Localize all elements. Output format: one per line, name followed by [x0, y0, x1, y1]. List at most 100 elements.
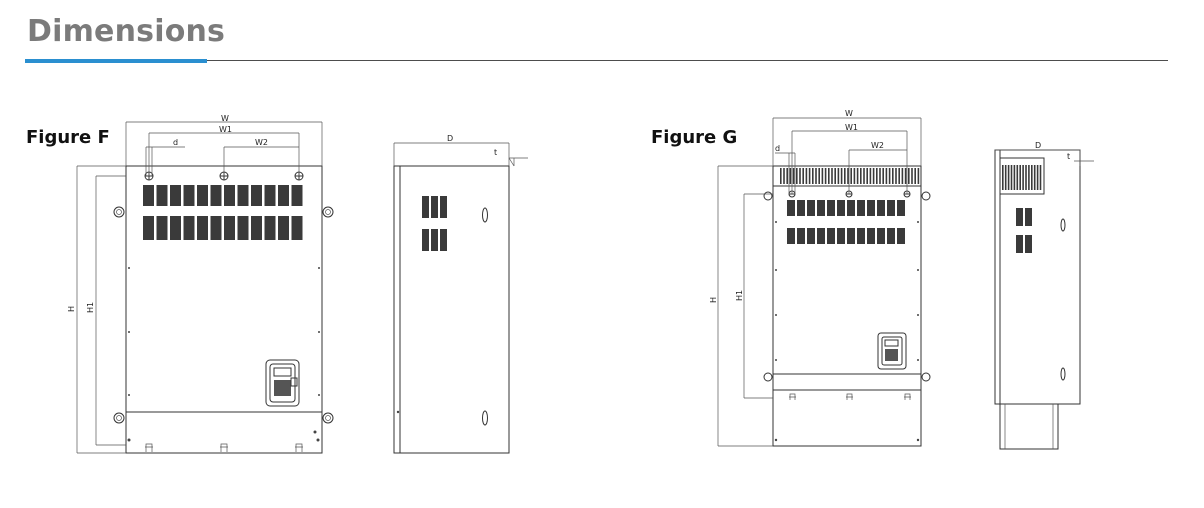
- g-front-vent-row-top: [787, 200, 905, 216]
- vent-slot: [156, 216, 168, 240]
- vent-slot: [143, 185, 154, 206]
- vent-slot: [808, 168, 811, 184]
- vent-slot: [895, 168, 897, 184]
- figure-f-side-view: D t: [393, 134, 528, 454]
- vent-slot: [264, 185, 276, 206]
- vent-slot: [898, 168, 900, 184]
- vent-slot: [867, 200, 875, 216]
- vent-slot: [156, 185, 168, 206]
- g-dim-depth: D: [1035, 141, 1041, 150]
- vent-slot: [897, 200, 905, 216]
- vent-slot: [1004, 165, 1007, 190]
- vent-slot: [844, 168, 846, 184]
- vent-slot: [170, 185, 181, 206]
- vent-slot: [1016, 165, 1019, 190]
- figure-g-side-view: D t: [994, 141, 1094, 450]
- vent-slot: [1016, 235, 1023, 253]
- vent-slot: [789, 168, 792, 184]
- vent-slot: [1013, 165, 1016, 190]
- vent-slot: [1036, 165, 1039, 190]
- vent-slot: [1033, 165, 1036, 190]
- vent-slot: [887, 200, 895, 216]
- f-side-vents: [422, 196, 447, 251]
- vent-slot: [170, 216, 181, 240]
- vent-slot: [824, 168, 827, 184]
- vent-slot: [847, 200, 855, 216]
- vent-slot: [877, 228, 885, 244]
- vent-slot: [834, 168, 836, 184]
- f-dim-d: d: [173, 138, 178, 147]
- vent-slot: [897, 228, 905, 244]
- g-side-vents: [1016, 208, 1032, 253]
- figure-g-front-view: [763, 165, 931, 447]
- vent-slot: [210, 185, 222, 206]
- vent-slot: [1022, 165, 1024, 190]
- g-keypad-panel: [877, 332, 907, 370]
- vent-slot: [837, 200, 845, 216]
- vent-slot: [840, 168, 843, 184]
- g-front-vent-row-bottom: [787, 228, 905, 244]
- vent-slot: [224, 216, 235, 240]
- f-front-vent-row-bottom: [143, 216, 303, 240]
- vent-slot: [291, 216, 303, 240]
- vent-slot: [786, 168, 788, 184]
- vent-slot: [440, 196, 447, 218]
- vent-slot: [879, 168, 881, 184]
- vent-slot: [860, 168, 862, 184]
- vent-slot: [807, 200, 815, 216]
- figure-g-dimensions: W W1 W2 d H H1: [709, 109, 922, 447]
- vent-slot: [888, 168, 891, 184]
- vent-slot: [1039, 165, 1042, 190]
- vent-slot: [812, 168, 814, 184]
- vent-slot: [914, 168, 916, 184]
- title-underline: [25, 60, 1168, 61]
- vent-slot: [780, 168, 782, 184]
- vent-slot: [857, 200, 865, 216]
- title-accent-bar: [25, 59, 207, 63]
- vent-slot: [797, 228, 805, 244]
- vent-slot: [857, 228, 865, 244]
- vent-slot: [850, 168, 852, 184]
- vent-slot: [197, 216, 208, 240]
- vent-slot: [278, 185, 289, 206]
- vent-slot: [143, 216, 154, 240]
- vent-slot: [1025, 165, 1027, 190]
- vent-slot: [901, 168, 904, 184]
- vent-slot: [1025, 235, 1032, 253]
- f-dim-w2: W2: [255, 138, 268, 147]
- vent-slot: [431, 229, 438, 251]
- vent-slot: [802, 168, 804, 184]
- vent-slot: [807, 228, 815, 244]
- f-dim-h: H: [67, 306, 76, 312]
- vent-slot: [856, 168, 859, 184]
- vent-slot: [911, 168, 913, 184]
- vent-slot: [892, 168, 894, 184]
- vent-slot: [431, 196, 438, 218]
- vent-slot: [866, 168, 868, 184]
- vent-slot: [853, 168, 856, 184]
- f-keypad-panel: [265, 359, 300, 407]
- vent-slot: [422, 229, 429, 251]
- g-side-grille: [1002, 165, 1042, 190]
- vent-slot: [237, 185, 249, 206]
- vent-slot: [264, 216, 276, 240]
- vent-slot: [792, 168, 795, 184]
- vent-slot: [863, 168, 865, 184]
- page-title: Dimensions: [27, 14, 226, 49]
- vent-slot: [783, 168, 785, 184]
- vent-slot: [251, 216, 262, 240]
- vent-slot: [210, 216, 222, 240]
- vent-slot: [422, 196, 429, 218]
- vent-slot: [805, 168, 808, 184]
- vent-slot: [867, 228, 875, 244]
- f-dim-w1: W1: [219, 125, 232, 134]
- g-dim-w: W: [845, 109, 853, 118]
- vent-slot: [799, 168, 801, 184]
- vent-slot: [837, 168, 840, 184]
- vent-slot: [237, 216, 249, 240]
- vent-slot: [1002, 165, 1004, 190]
- vent-slot: [837, 228, 845, 244]
- g-dim-w2: W2: [871, 141, 884, 150]
- vent-slot: [817, 200, 825, 216]
